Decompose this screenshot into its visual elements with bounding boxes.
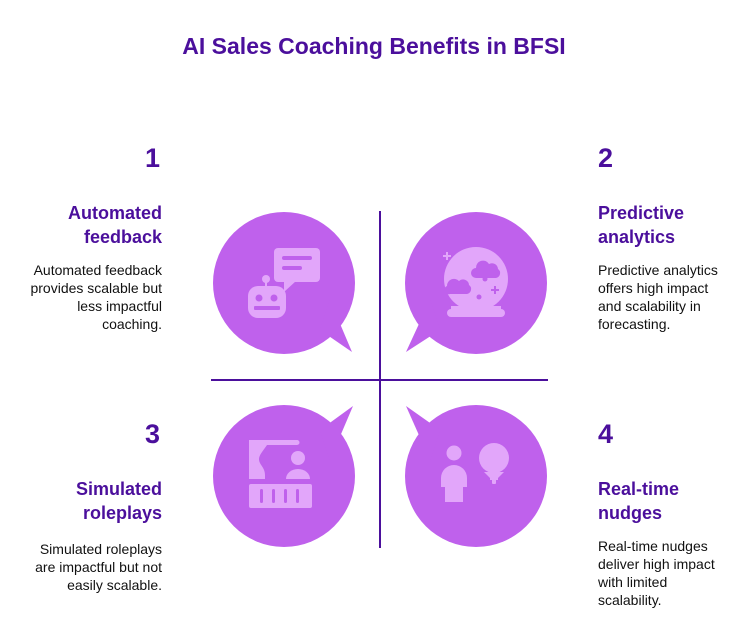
description-line: with limited — [598, 574, 668, 590]
quadrant-4-heading: Real-time nudges — [598, 477, 748, 525]
description-line: are impactful but not — [35, 559, 162, 575]
heading-line: feedback — [83, 227, 162, 247]
heading-line: analytics — [598, 227, 676, 247]
quadrant-2-number: 2 — [598, 143, 614, 173]
heading-line: Predictive — [598, 203, 685, 223]
heading-line: Simulated — [75, 479, 162, 499]
bubble-circle — [405, 405, 547, 547]
description-line: Simulated roleplays — [39, 541, 162, 557]
description-line: easily scalable. — [67, 577, 162, 593]
description-line: less impactful — [77, 298, 162, 314]
quadrant-3-heading: Simulated roleplays — [0, 477, 162, 525]
bubble-tail — [406, 300, 440, 352]
quadrant-3-number: 3 — [144, 419, 160, 449]
quadrant-3-description: Simulated roleplays are impactful but no… — [0, 540, 162, 594]
description-line: Predictive analytics — [598, 262, 718, 278]
crystal-ball-icon — [443, 247, 508, 317]
bubble-4 — [405, 405, 547, 547]
description-line: forecasting. — [598, 316, 671, 332]
quadrant-2-description: Predictive analytics offers high impact … — [598, 261, 748, 333]
robot-chat-icon — [248, 248, 320, 318]
page-title: AI Sales Coaching Benefits in BFSI — [182, 33, 566, 59]
quadrant-4-description: Real-time nudges deliver high impact wit… — [598, 537, 748, 609]
bubble-3 — [213, 405, 355, 547]
bubble-tail — [320, 406, 353, 460]
description-line: and scalability in — [598, 298, 701, 314]
description-line: provides scalable but — [30, 280, 162, 296]
bubble-tail — [406, 406, 440, 460]
description-line: scalability. — [598, 592, 662, 608]
person-lightbulb-icon — [441, 443, 509, 502]
quadrant-2-heading: Predictive analytics — [598, 201, 748, 249]
heading-line: Automated — [68, 203, 162, 223]
description-line: deliver high impact — [598, 556, 715, 572]
quadrant-1-heading: Automated feedback — [0, 201, 162, 249]
description-line: Automated feedback — [33, 262, 162, 278]
description-line: coaching. — [102, 316, 162, 332]
bubble-circle — [213, 405, 355, 547]
heading-line: roleplays — [82, 503, 162, 523]
quadrant-4-number: 4 — [598, 419, 614, 449]
description-line: Real-time nudges — [598, 538, 708, 554]
quadrant-1-number: 1 — [144, 143, 160, 173]
bubble-tail — [320, 300, 352, 352]
description-line: offers high impact — [598, 280, 709, 296]
heading-line: Real-time — [598, 479, 680, 499]
presentation-roleplay-icon — [249, 440, 312, 508]
quadrant-1-description: Automated feedback provides scalable but… — [0, 261, 162, 333]
heading-line: nudges — [598, 503, 663, 523]
